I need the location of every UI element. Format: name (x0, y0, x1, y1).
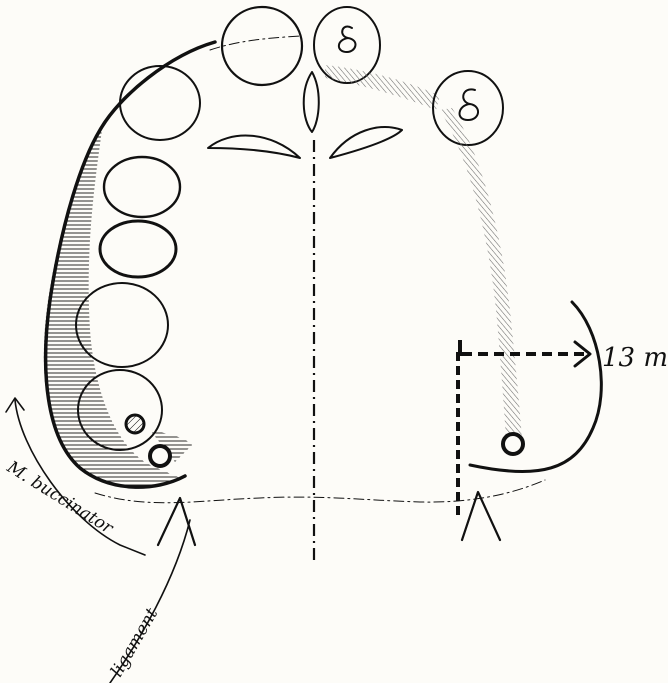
measurement-label: 13 m (602, 343, 668, 373)
tooth-mark (339, 27, 356, 52)
front-teeth (314, 7, 503, 145)
foramen-open (150, 446, 170, 466)
foramen-right (503, 434, 523, 454)
tooth (76, 283, 168, 367)
gingival-hatch (325, 65, 440, 110)
tooth (222, 7, 302, 85)
tooth (100, 221, 176, 277)
measurement-arrow (462, 342, 590, 366)
ligament-wedge-right (462, 492, 500, 540)
left-teeth (76, 7, 302, 462)
foramen-filled (126, 415, 144, 433)
tooth (120, 66, 200, 140)
tooth (104, 157, 180, 217)
tooth (433, 71, 503, 145)
arch-hatched-band (440, 108, 522, 440)
ligament-label: ligament (107, 605, 162, 681)
right-cheek-outline (470, 302, 601, 472)
tooth-mark (460, 89, 479, 120)
